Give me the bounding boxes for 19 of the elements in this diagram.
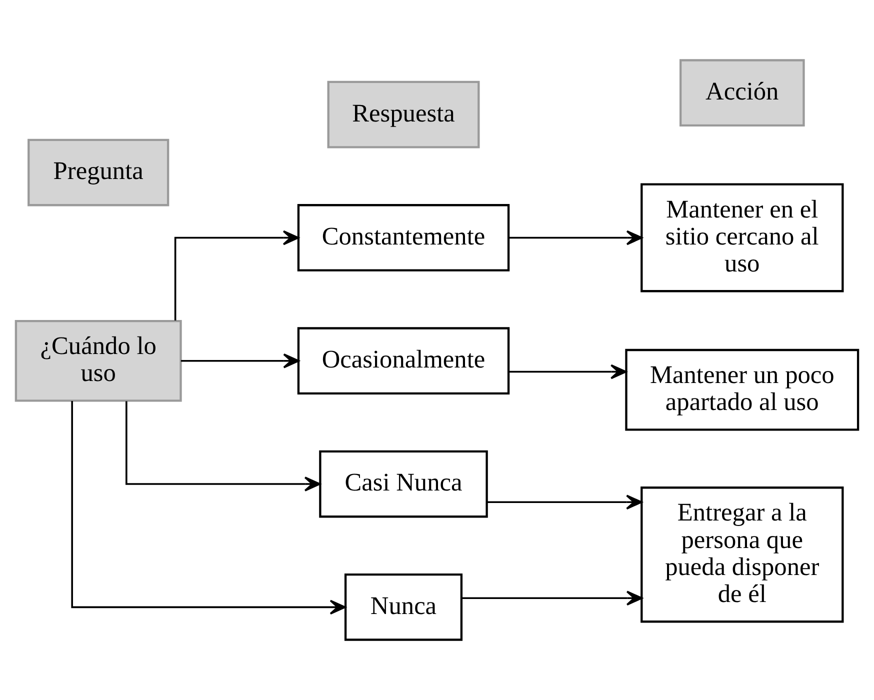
node-box: Respuesta xyxy=(327,80,480,148)
arrow xyxy=(126,401,321,492)
arrow xyxy=(508,230,642,246)
node-box: Nunca xyxy=(344,573,463,641)
node-box: Constantemente xyxy=(297,204,510,272)
node-box: Mantener en el sitio cercano al uso xyxy=(640,183,844,292)
node-box: Ocasionalmente xyxy=(297,327,510,395)
arrow xyxy=(71,400,346,615)
node-box: Entregar a la persona que pueda disponer de él xyxy=(640,486,844,623)
arrow xyxy=(180,353,300,368)
node-box: Pregunta xyxy=(28,138,170,206)
node-box: ¿Cuándo lo uso xyxy=(14,320,182,402)
arrow xyxy=(487,494,642,510)
arrow xyxy=(508,364,627,380)
node-box: Acción xyxy=(679,59,805,127)
node-box: Mantener un poco apartado al uso xyxy=(625,348,860,431)
node-box: Casi Nunca xyxy=(319,450,488,518)
arrow xyxy=(174,230,299,321)
arrow xyxy=(462,590,643,606)
